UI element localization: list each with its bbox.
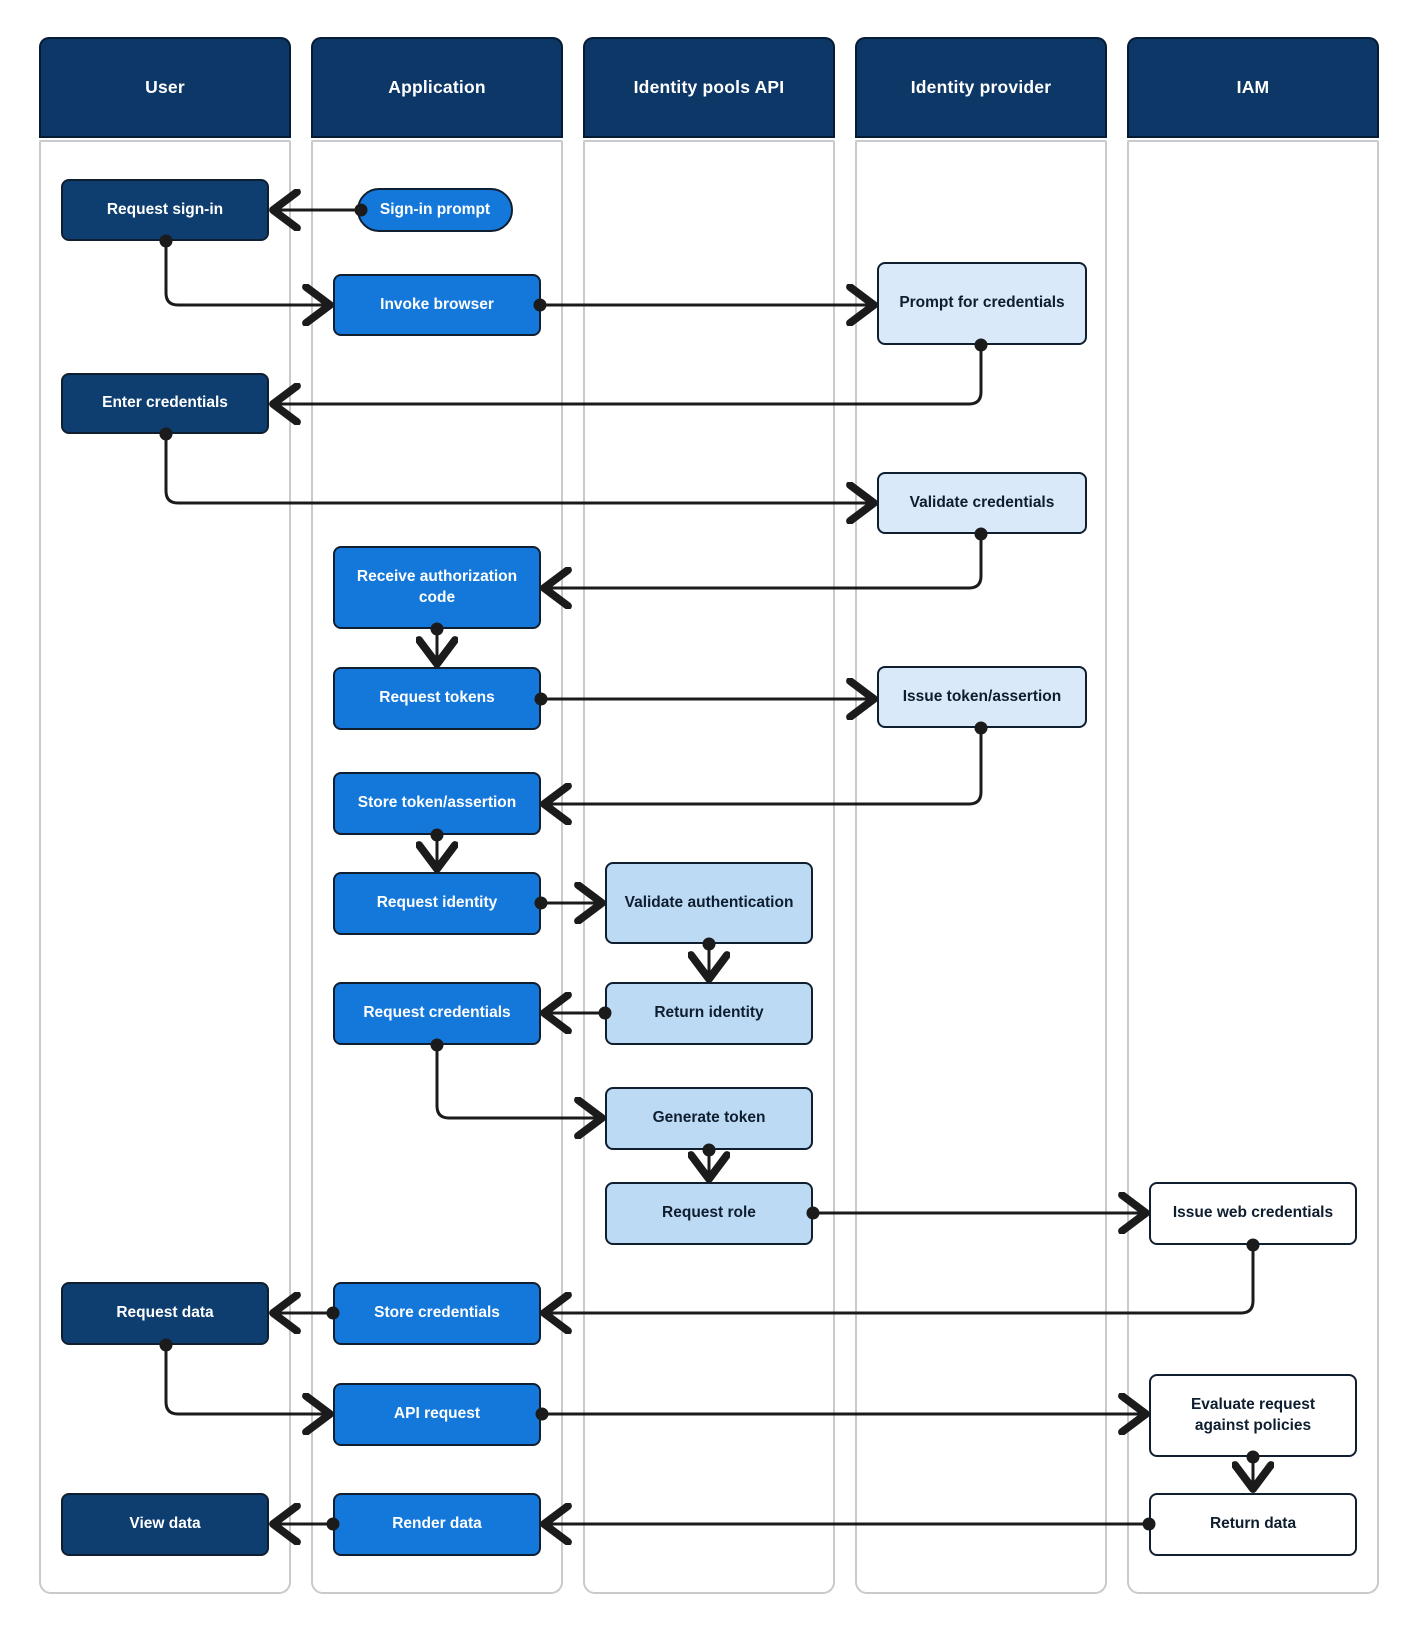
node-label: API request (393, 1405, 481, 1423)
node-request-credentials: Request credentials (333, 982, 541, 1045)
node-label: Request role (662, 1204, 756, 1222)
node-invoke-browser: Invoke browser (333, 274, 541, 336)
lane-body-application (311, 140, 563, 1594)
node-prompt-for-credentials: Prompt for credentials (877, 262, 1087, 345)
lane-body-identity-provider (855, 140, 1107, 1594)
node-label: Sign-in prompt (379, 200, 491, 218)
node-label: Store credentials (374, 1304, 500, 1322)
node-return-data: Return data (1149, 1493, 1357, 1556)
node-label: Request sign-in (106, 200, 224, 218)
node-evaluate-request: Evaluate request against policies (1149, 1374, 1357, 1457)
node-enter-credentials: Enter credentials (61, 373, 269, 434)
node-request-data: Request data (61, 1282, 269, 1345)
lane-body-user (39, 140, 291, 1594)
node-label: View data (129, 1515, 201, 1533)
node-label: Issue web credentials (1172, 1204, 1334, 1222)
node-generate-token: Generate token (605, 1087, 813, 1150)
node-label: Generate token (652, 1109, 766, 1127)
node-label: Prompt for credentials (899, 294, 1065, 312)
node-api-request: API request (333, 1383, 541, 1446)
node-store-token-assertion: Store token/assertion (333, 772, 541, 835)
node-return-identity: Return identity (605, 982, 813, 1045)
node-label: Request data (116, 1304, 214, 1322)
lane-header-identity-pools-api: Identity pools API (583, 37, 835, 138)
node-label: Render data (392, 1515, 482, 1533)
lane-title: IAM (1236, 77, 1270, 97)
node-label: Request identity (376, 894, 498, 912)
lane-user: User (39, 37, 291, 1594)
node-render-data: Render data (333, 1493, 541, 1556)
lane-title: Identity pools API (633, 77, 785, 97)
lane-title: User (145, 77, 185, 97)
node-label: Request tokens (379, 689, 495, 707)
node-validate-authentication: Validate authentication (605, 862, 813, 944)
node-view-data: View data (61, 1493, 269, 1556)
node-label: Receive authorization code (356, 568, 518, 606)
node-label: Return data (1209, 1515, 1297, 1533)
node-sign-in-prompt: Sign-in prompt (357, 188, 513, 232)
node-label: Enter credentials (102, 394, 228, 412)
node-validate-credentials: Validate credentials (877, 472, 1087, 534)
lane-header-identity-provider: Identity provider (855, 37, 1107, 138)
node-label: Store token/assertion (357, 794, 517, 812)
node-label: Validate authentication (624, 893, 794, 911)
node-label: Invoke browser (380, 295, 494, 313)
lane-title: Application (388, 77, 486, 97)
node-label: Request credentials (363, 1004, 511, 1022)
lane-header-user: User (39, 37, 291, 138)
lane-header-iam: IAM (1127, 37, 1379, 138)
node-label: Evaluate request against policies (1190, 1396, 1316, 1434)
node-issue-web-credentials: Issue web credentials (1149, 1182, 1357, 1245)
node-label: Validate credentials (909, 493, 1055, 511)
node-receive-authorization-code: Receive authorization code (333, 546, 541, 629)
node-label: Return identity (654, 1004, 764, 1022)
node-request-tokens: Request tokens (333, 667, 541, 730)
lane-identity-pools-api: Identity pools API (583, 37, 835, 1594)
lane-title: Identity provider (910, 77, 1052, 97)
node-request-identity: Request identity (333, 872, 541, 935)
node-issue-token-assertion: Issue token/assertion (877, 666, 1087, 728)
lane-header-application: Application (311, 37, 563, 138)
lane-body-iam (1127, 140, 1379, 1594)
node-request-role: Request role (605, 1182, 813, 1245)
node-store-credentials: Store credentials (333, 1282, 541, 1345)
node-label: Issue token/assertion (902, 687, 1062, 705)
lane-iam: IAM (1127, 37, 1379, 1594)
node-request-sign-in: Request sign-in (61, 179, 269, 241)
